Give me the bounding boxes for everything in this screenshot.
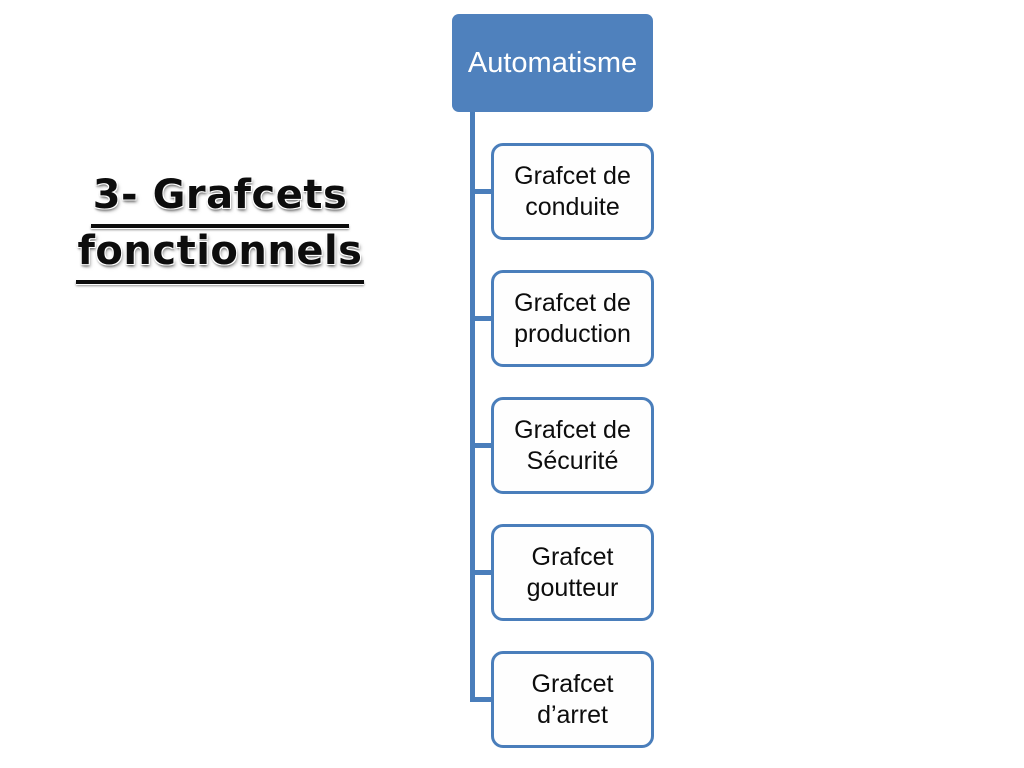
org-node-grafcet-de-conduite[interactable]: Grafcet de conduite <box>491 143 654 240</box>
title-line-1: 3- Grafcets <box>40 168 400 228</box>
connector-stub-3 <box>470 443 494 448</box>
org-node-label: Grafcet de production <box>514 288 631 348</box>
title-line-2: fonctionnels <box>40 224 400 284</box>
title-line-1-text: 3- Grafcets <box>90 168 349 228</box>
connector-stub-5 <box>470 697 494 702</box>
org-node-grafcet-de-production[interactable]: Grafcet de production <box>491 270 654 367</box>
org-chart-diagram: Automatisme Grafcet de conduite Grafcet … <box>440 0 720 768</box>
org-node-label: Grafcet de conduite <box>514 161 631 221</box>
org-node-grafcet-darret[interactable]: Grafcet d’arret <box>491 651 654 748</box>
org-node-label: Grafcet goutteur <box>526 542 619 602</box>
org-node-label: Grafcet de Sécurité <box>514 415 631 475</box>
title-line-2-text: fonctionnels <box>75 224 365 284</box>
org-node-grafcet-goutteur[interactable]: Grafcet goutteur <box>491 524 654 621</box>
org-node-root-label: Automatisme <box>467 47 638 79</box>
slide-title: 3- Grafcets fonctionnels <box>40 168 400 284</box>
org-node-grafcet-de-securite[interactable]: Grafcet de Sécurité <box>491 397 654 494</box>
connector-trunk-vertical <box>470 112 475 702</box>
connector-stub-1 <box>470 189 494 194</box>
connector-stub-4 <box>470 570 494 575</box>
org-node-root[interactable]: Automatisme <box>452 14 653 112</box>
org-node-label: Grafcet d’arret <box>531 669 614 729</box>
connector-stub-2 <box>470 316 494 321</box>
